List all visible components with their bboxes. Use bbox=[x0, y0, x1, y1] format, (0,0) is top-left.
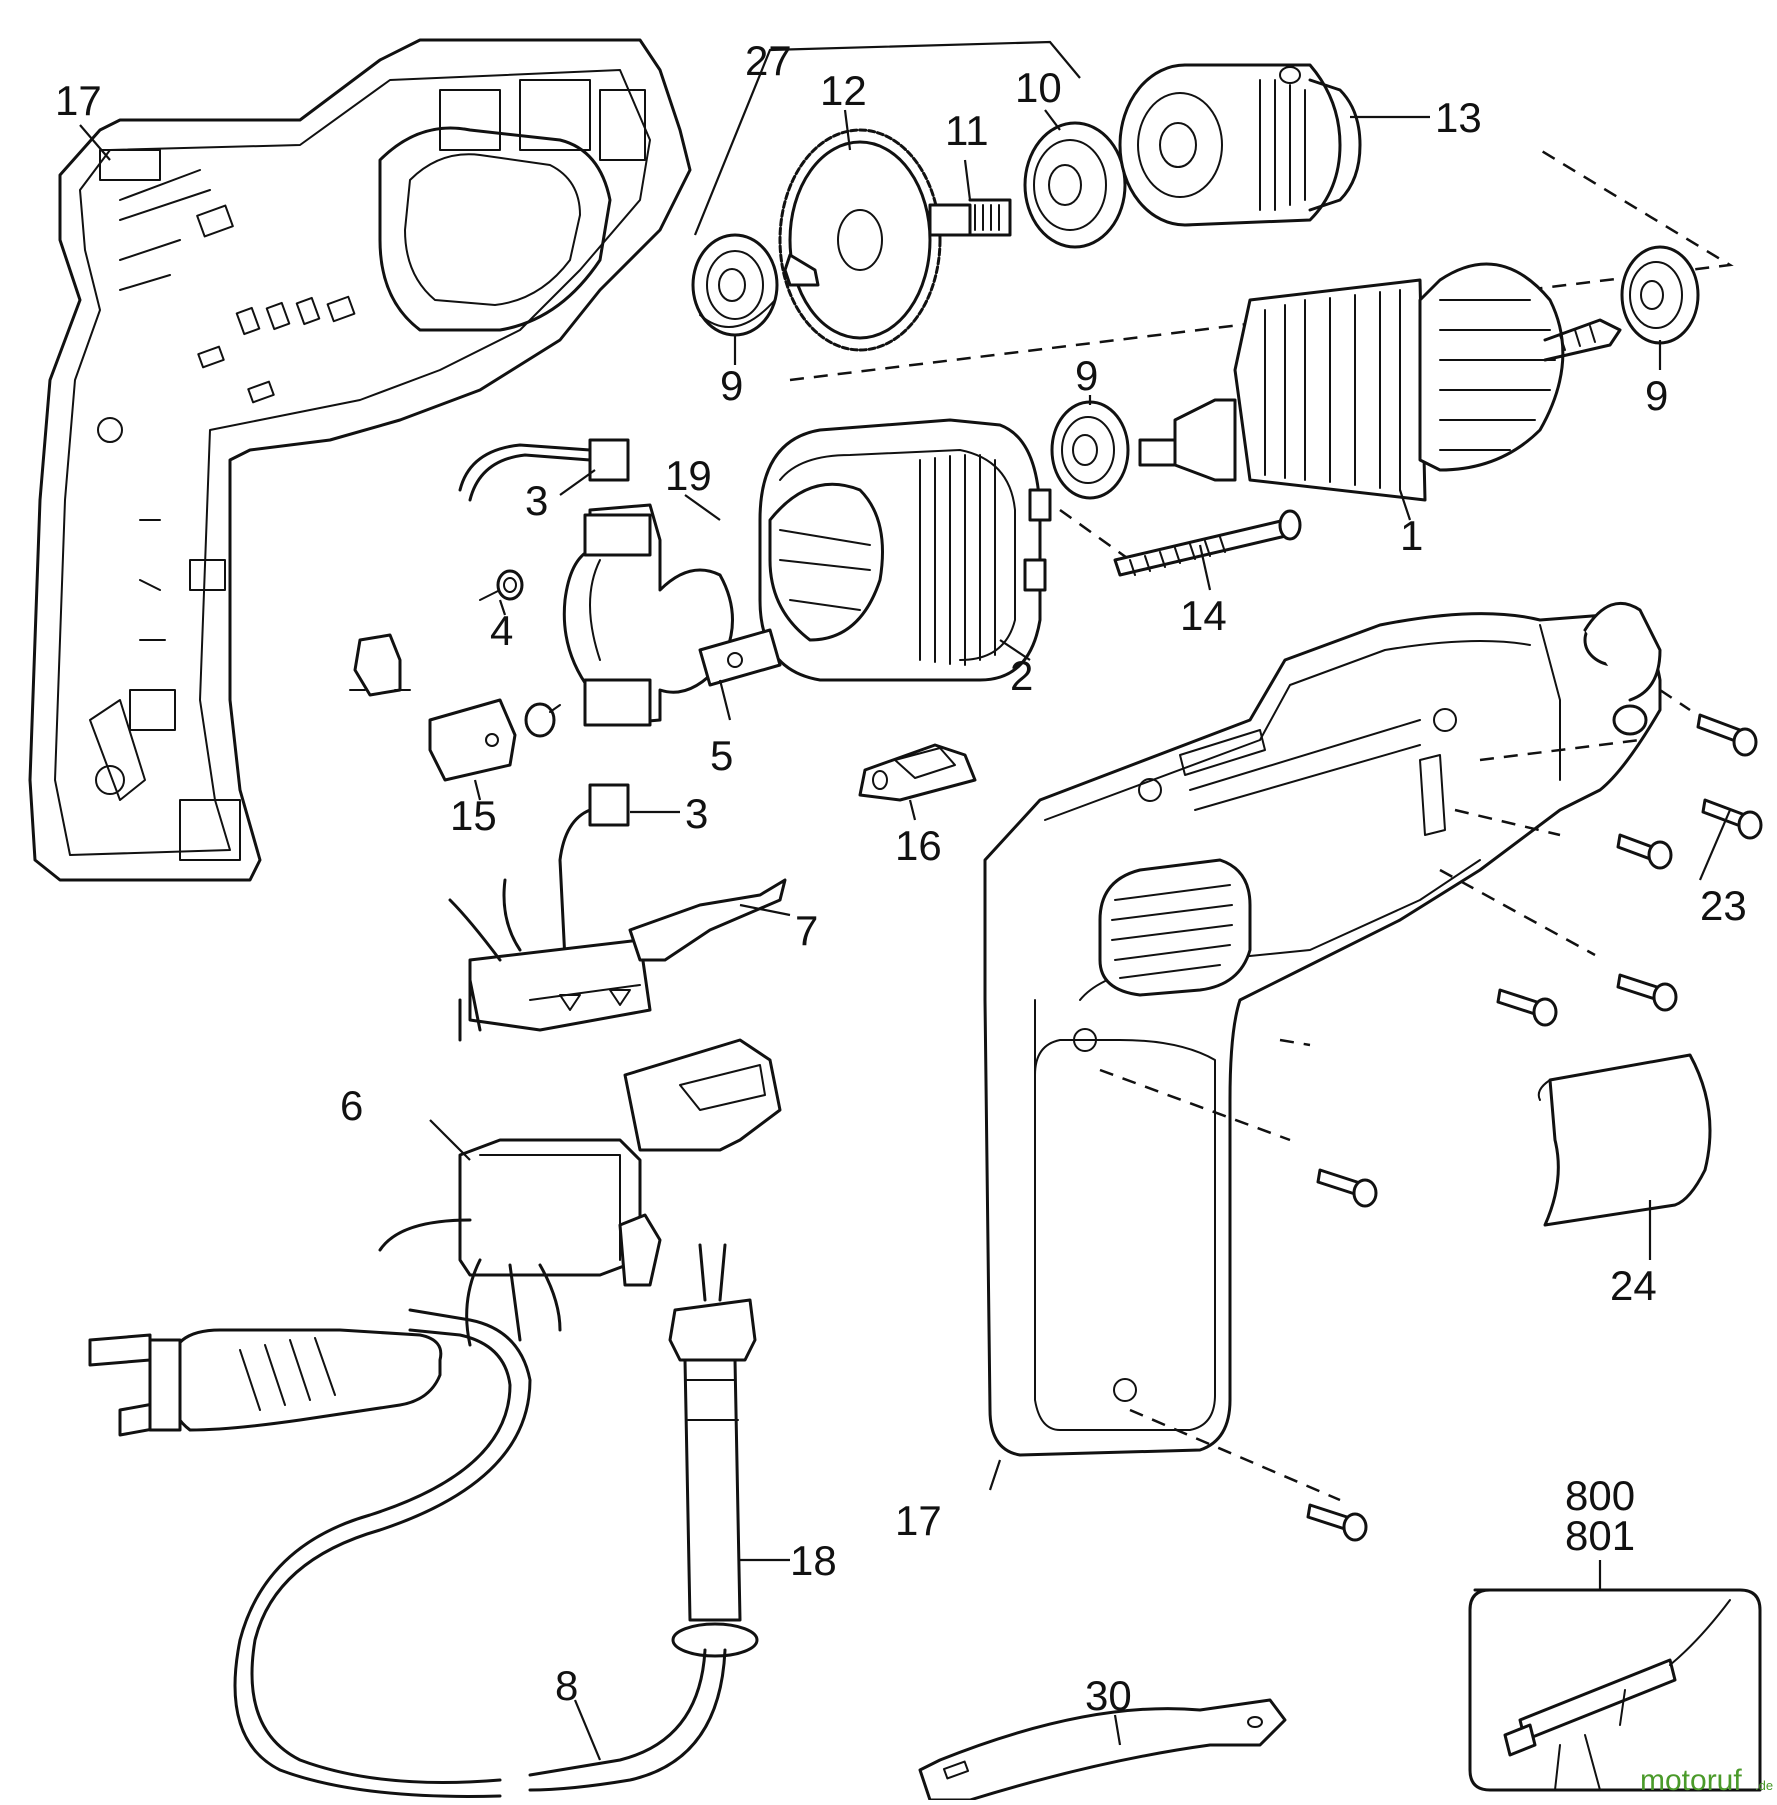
screw-a bbox=[1696, 713, 1758, 757]
callout-5: 5 bbox=[710, 732, 733, 779]
strap-30 bbox=[918, 1698, 1287, 1802]
callout-6: 6 bbox=[340, 1082, 363, 1129]
callout-labels: 17 27 12 11 10 13 9 9 9 1 14 2 3 19 4 5 … bbox=[55, 37, 1747, 1719]
spring-4 bbox=[479, 569, 524, 601]
callout-19: 19 bbox=[665, 452, 712, 499]
brush-holder-5 bbox=[562, 503, 782, 727]
screw-e bbox=[1496, 988, 1558, 1027]
brush-clip bbox=[349, 633, 411, 697]
callout-3-bottom: 3 bbox=[685, 790, 708, 837]
strain-relief-18 bbox=[668, 1243, 759, 1658]
callout-8: 8 bbox=[555, 1662, 578, 1709]
screw-b bbox=[1701, 798, 1763, 840]
housing-screws bbox=[1099, 688, 1763, 1542]
watermark-suffix: .de bbox=[1755, 1778, 1773, 1793]
callout-14: 14 bbox=[1180, 592, 1227, 639]
terminal-15 bbox=[428, 698, 561, 782]
leader-lines bbox=[79, 109, 1732, 1761]
callout-17-left: 17 bbox=[55, 77, 102, 124]
callout-16: 16 bbox=[895, 822, 942, 869]
callout-12: 12 bbox=[820, 67, 867, 114]
callout-15: 15 bbox=[450, 792, 497, 839]
callout-23: 23 bbox=[1700, 882, 1747, 929]
screw-g bbox=[1306, 1503, 1368, 1542]
screw-14 bbox=[1113, 509, 1302, 577]
callout-24: 24 bbox=[1610, 1262, 1657, 1309]
callout-3-top: 3 bbox=[525, 477, 548, 524]
gear-12 bbox=[778, 128, 1012, 352]
callout-800: 800 bbox=[1565, 1472, 1635, 1519]
bearing-9-right bbox=[1620, 245, 1700, 345]
callout-11: 11 bbox=[945, 107, 989, 154]
callout-13: 13 bbox=[1435, 94, 1482, 141]
callout-9-middle: 9 bbox=[1075, 352, 1098, 399]
bearing-9-middle bbox=[1050, 400, 1130, 500]
callout-801: 801 bbox=[1565, 1512, 1635, 1559]
right-housing-half bbox=[983, 601, 1662, 1457]
switch-7-assembly bbox=[448, 878, 787, 1042]
callout-17-right: 17 bbox=[895, 1497, 942, 1544]
callout-1: 1 bbox=[1400, 512, 1423, 559]
screw-c bbox=[1616, 833, 1673, 870]
callout-9-right: 9 bbox=[1645, 372, 1668, 419]
brush-3-bottom bbox=[558, 783, 630, 962]
field-stator-2 bbox=[758, 418, 1052, 682]
watermark-text: motoruf bbox=[1640, 1764, 1742, 1797]
screw-d bbox=[1616, 973, 1678, 1012]
actuator-16 bbox=[858, 743, 977, 802]
screw-f bbox=[1316, 1168, 1378, 1208]
gear-train-group bbox=[691, 40, 1362, 352]
callout-9-left: 9 bbox=[720, 362, 743, 409]
kit-800-801 bbox=[1468, 1588, 1762, 1792]
callout-4: 4 bbox=[490, 607, 513, 654]
callout-10: 10 bbox=[1015, 64, 1062, 111]
callout-30: 30 bbox=[1085, 1672, 1132, 1719]
callout-18: 18 bbox=[790, 1537, 837, 1584]
switch-6 bbox=[378, 1038, 782, 1347]
watermark-logo: motoruf .de bbox=[1640, 1764, 1773, 1797]
callout-7: 7 bbox=[795, 907, 818, 954]
armature-1 bbox=[1138, 262, 1622, 502]
power-cord-8 bbox=[88, 1308, 727, 1798]
callout-2: 2 bbox=[1010, 652, 1033, 699]
bearing-9-left bbox=[691, 233, 779, 337]
bracket-27 bbox=[693, 40, 1081, 236]
callout-27: 27 bbox=[745, 37, 792, 84]
chuck-13 bbox=[1118, 63, 1362, 227]
label-plate-24 bbox=[1537, 1053, 1712, 1227]
left-housing-half bbox=[28, 38, 692, 882]
brush-3-top bbox=[458, 438, 630, 502]
bearing-10 bbox=[1023, 121, 1127, 249]
